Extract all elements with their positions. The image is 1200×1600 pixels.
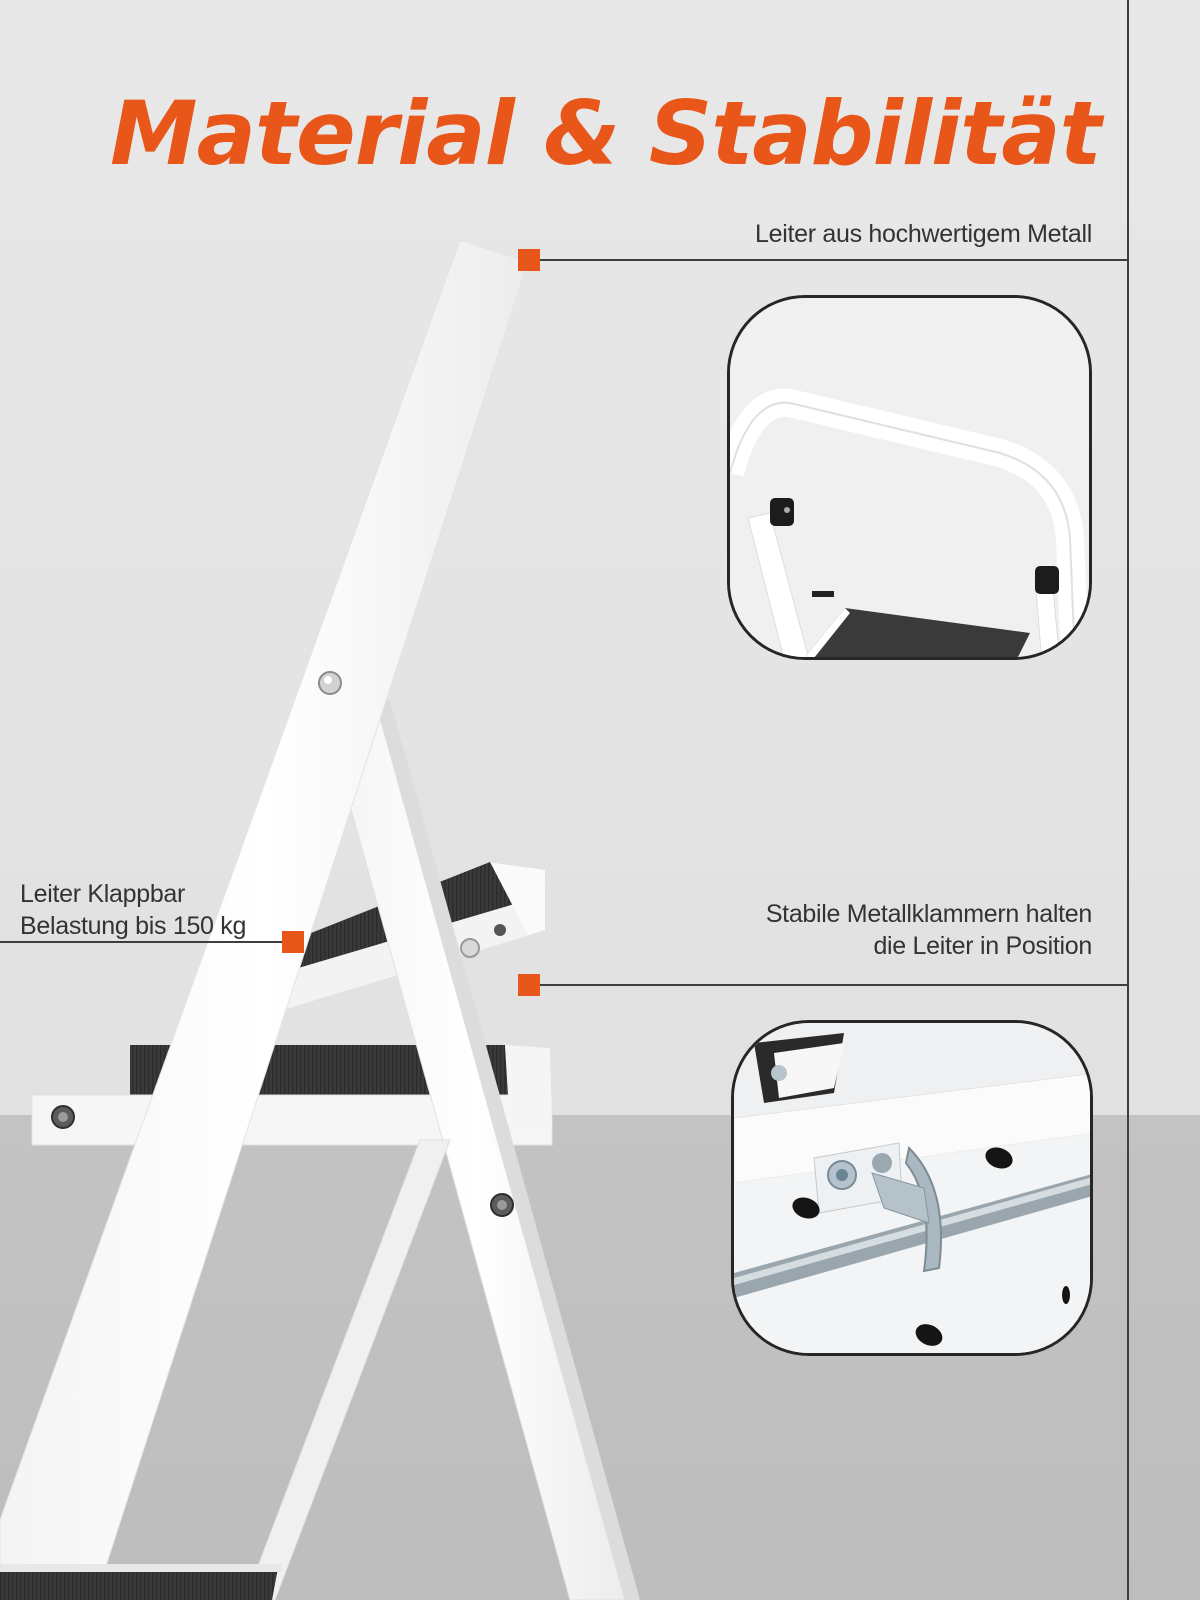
- callout-foldable-text: Leiter Klappbar Belastung bis 150 kg: [20, 878, 320, 942]
- callout-clamps-line-1: Stabile Metallklammern halten: [765, 900, 1092, 928]
- page-title: Material & Stabilität: [110, 82, 1102, 185]
- orange-square-marker-icon: [518, 974, 540, 996]
- callout-foldable-line-1: Leiter Klappbar: [20, 880, 186, 908]
- callout-metal-text: Leiter aus hochwertigem Metall: [600, 218, 1092, 250]
- clamp-detail-image: [731, 1020, 1093, 1356]
- clamp-detail-illustration: [734, 1023, 1090, 1353]
- callout-metal-line-1: Leiter aus hochwertigem Metall: [755, 220, 1092, 248]
- callout-metal-connector: [540, 259, 1129, 261]
- callout-foldable-line-2: Belastung bis 150 kg: [20, 912, 247, 940]
- orange-square-marker-icon: [518, 249, 540, 271]
- callout-clamps-connector: [540, 984, 1129, 986]
- right-guide-line: [1127, 0, 1129, 1600]
- callout-clamps-text: Stabile Metallklammern halten die Leiter…: [600, 898, 1092, 962]
- callout-clamps-line-2: die Leiter in Position: [873, 932, 1092, 960]
- handrail-detail-illustration: [730, 298, 1089, 657]
- orange-square-marker-icon: [282, 931, 304, 953]
- callout-foldable-connector: [0, 941, 282, 943]
- handrail-detail-image: [727, 295, 1092, 660]
